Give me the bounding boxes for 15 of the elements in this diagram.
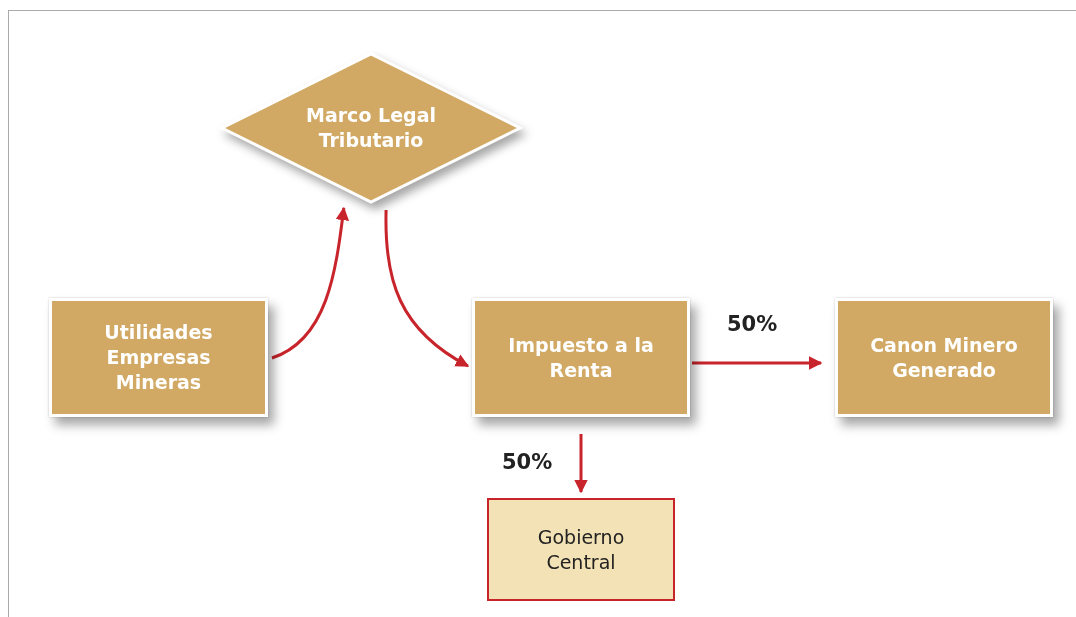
node-label: Utilidades Empresas Mineras: [103, 320, 214, 395]
edge-label: 50%: [727, 312, 778, 336]
node-label: Gobierno Central: [536, 524, 626, 575]
process-box: [487, 498, 675, 601]
edge-label: 50%: [502, 450, 553, 474]
arrow: [271, 206, 349, 360]
arrow: [574, 434, 588, 494]
arrow: [384, 210, 470, 368]
process-box: [472, 298, 690, 417]
node-label: Impuesto a la Renta: [507, 332, 655, 383]
arrow: [692, 356, 823, 370]
process-box: [49, 298, 268, 417]
node-label: Marco Legal Tributario: [306, 103, 436, 153]
process-box: [835, 298, 1053, 417]
node-label: Canon Minero Generado: [869, 332, 1019, 383]
